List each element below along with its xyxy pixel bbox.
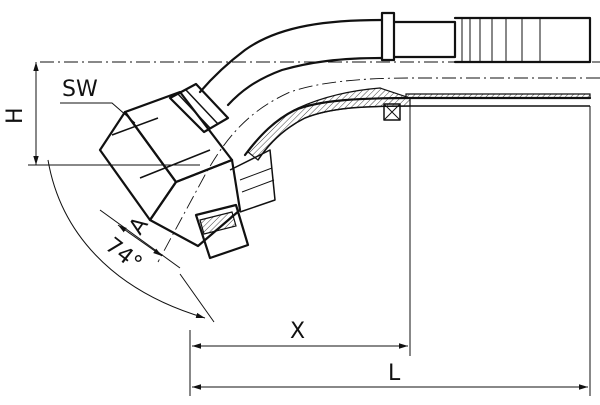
sw-annotation: SW bbox=[60, 77, 136, 124]
a-label: A bbox=[124, 213, 153, 240]
hose-tail bbox=[380, 11, 592, 64]
h-dimension: H bbox=[3, 62, 200, 166]
elbow-body bbox=[198, 18, 592, 161]
l-dimension: L bbox=[192, 106, 591, 396]
x-dimension: X bbox=[189, 100, 411, 396]
l-label: L bbox=[388, 361, 401, 386]
x-label: X bbox=[290, 319, 305, 344]
swivel-nut bbox=[98, 82, 276, 260]
centre-lines bbox=[40, 61, 600, 263]
h-label: H bbox=[3, 107, 28, 124]
seal-ring bbox=[383, 103, 401, 121]
sw-label: SW bbox=[62, 77, 98, 102]
